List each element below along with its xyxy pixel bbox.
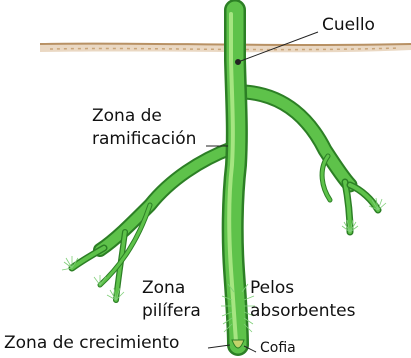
label-zona-ramificacion-line1: Zona de [92, 107, 162, 127]
label-zona-crecimiento: Zona de crecimiento [4, 334, 179, 354]
label-zona-pilifera-line1: Zona [142, 279, 185, 299]
label-zona-ramificacion-line2: ramificación [92, 130, 196, 150]
label-zona-pilifera-line2: pilífera [142, 302, 201, 322]
label-cofia: Cofia [260, 340, 296, 356]
label-pelos-absorbentes-line1: Pelos [250, 279, 294, 299]
label-pelos-absorbentes-line2: absorbentes [250, 302, 355, 322]
label-cuello: Cuello [322, 16, 375, 36]
